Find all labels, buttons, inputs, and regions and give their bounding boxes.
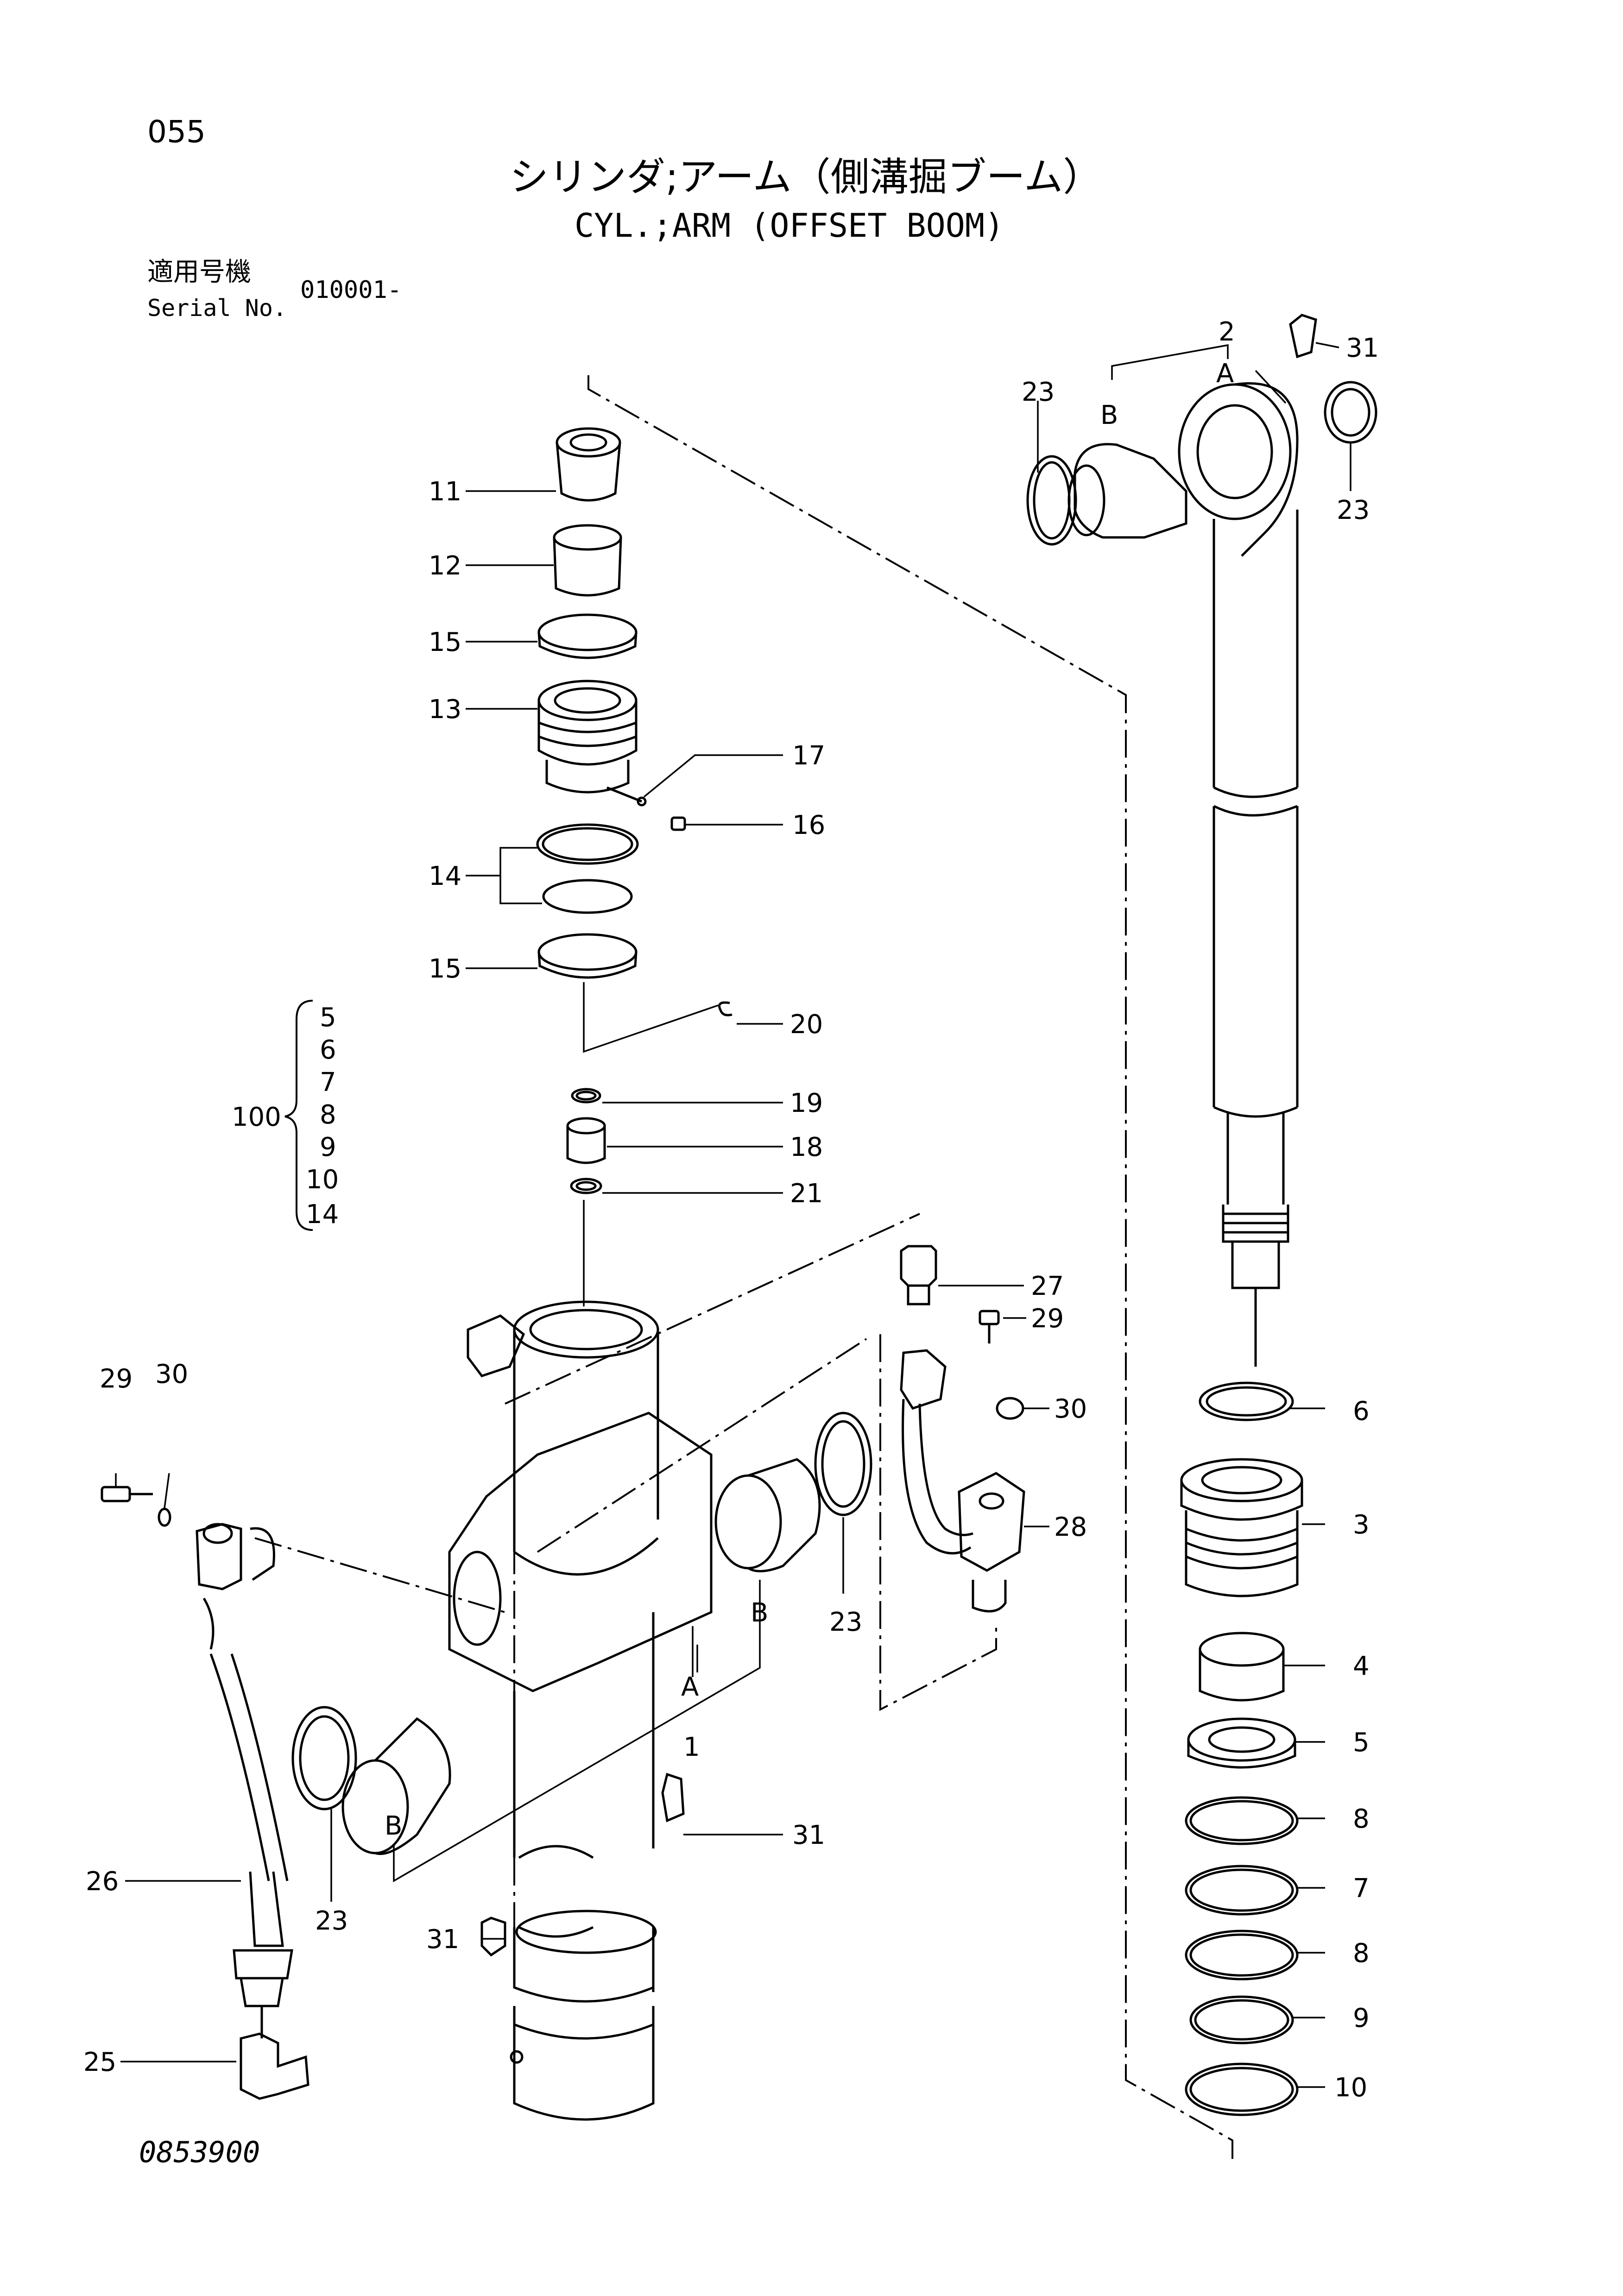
callout-14: 14 — [429, 861, 461, 891]
serial-number-value: 010001- — [300, 276, 402, 304]
kit-100-item-6: 6 — [320, 1035, 336, 1065]
kit-100-item-5: 5 — [320, 1003, 336, 1033]
reference-lines — [254, 375, 1233, 2159]
leader-lines — [115, 342, 1351, 2088]
callout-23-rod-right: 23 — [1337, 495, 1370, 525]
letter-a-rod: A — [1216, 359, 1234, 389]
part-12-sleeve — [553, 524, 622, 597]
part-1-cylinder-tube — [448, 1300, 713, 2121]
kit-100-item-7: 7 — [320, 1067, 336, 1098]
right-piping — [900, 1245, 1025, 1613]
callout-12: 12 — [429, 551, 461, 581]
callout-23-rod-left: 23 — [1022, 377, 1055, 407]
callout-10: 10 — [1334, 2073, 1367, 2103]
callout-13: 13 — [429, 694, 461, 725]
title-japanese: シリンダ;アーム（側溝掘ブーム） — [510, 154, 1102, 200]
kit-100-brace — [284, 1000, 313, 1231]
callout-7: 7 — [1353, 1873, 1370, 1904]
part-11-bushing — [556, 427, 621, 502]
callout-29-left: 29 — [100, 1364, 133, 1394]
part-b-bushing-right — [714, 1412, 872, 1572]
kit-100-item-10: 10 — [306, 1165, 339, 1195]
callout-17: 17 — [792, 741, 825, 771]
left-piping — [101, 1486, 309, 2100]
callout-23-tube-right: 23 — [829, 1607, 862, 1637]
callout-100: 100 — [232, 1102, 281, 1132]
callout-15-upper: 15 — [429, 627, 461, 657]
part-2-piston-rod — [1178, 382, 1299, 1367]
right-column-parts — [1180, 1381, 1303, 2116]
callout-30-right: 30 — [1054, 1394, 1087, 1424]
kit-100-item-8: 8 — [320, 1100, 336, 1130]
callout-8-upper: 8 — [1353, 1804, 1370, 1834]
letter-b-tube-left: B — [385, 1811, 402, 1841]
part-21-ring — [570, 1178, 602, 1194]
letter-a-tube: A — [681, 1672, 699, 1702]
title-english: CYL.;ARM (OFFSET BOOM) — [575, 207, 1004, 245]
callout-1: 1 — [683, 1732, 700, 1762]
serial-label-english: Serial No. — [147, 295, 287, 322]
part-15-ring-upper — [537, 613, 638, 659]
drawing-number: 0853900 — [139, 2135, 260, 2169]
callout-31-tube: 31 — [792, 1820, 825, 1850]
part-13-rod-cover — [537, 680, 638, 794]
kit-100-item-14: 14 — [306, 1199, 339, 1230]
callout-3: 3 — [1353, 1510, 1370, 1540]
callout-29-right: 29 — [1031, 1304, 1064, 1334]
part-14-seal-set — [536, 823, 639, 914]
part-17-16-plug — [606, 786, 686, 831]
part-18-collar — [566, 1117, 606, 1164]
callout-11: 11 — [429, 477, 461, 507]
part-b-bushing-left — [291, 1706, 451, 1855]
callout-4: 4 — [1353, 1651, 1370, 1681]
callout-8-lower: 8 — [1353, 1938, 1370, 1968]
callout-18: 18 — [790, 1132, 823, 1162]
callout-numbers: 11 12 15 13 17 16 14 15 20 19 18 21 27 2… — [83, 317, 1379, 2103]
grease-fittings — [480, 314, 1317, 1957]
letter-b-rod: B — [1100, 400, 1118, 430]
callout-26: 26 — [86, 1867, 119, 1897]
page-number: 055 — [147, 114, 206, 150]
callout-30-left: 30 — [155, 1359, 188, 1389]
letter-b-tube-right: B — [751, 1598, 768, 1628]
callout-2: 2 — [1219, 317, 1235, 347]
callout-20: 20 — [790, 1009, 823, 1040]
kit-100-item-9: 9 — [320, 1132, 336, 1162]
part-b-rod-bushing — [1067, 443, 1187, 539]
callout-25: 25 — [83, 2047, 116, 2077]
serial-label-japanese: 適用号機 — [147, 257, 251, 287]
callout-21: 21 — [790, 1179, 823, 1209]
callout-31-lower: 31 — [426, 1924, 459, 1955]
callout-15-lower: 15 — [429, 954, 461, 984]
callout-19: 19 — [790, 1088, 823, 1118]
part-15-ring-lower — [537, 933, 638, 979]
callout-23-tube-left: 23 — [315, 1906, 348, 1936]
callout-9: 9 — [1353, 2003, 1370, 2033]
callout-5: 5 — [1353, 1728, 1370, 1758]
callout-31-rod: 31 — [1346, 333, 1379, 363]
part-20-clip — [718, 1001, 733, 1016]
callout-28: 28 — [1054, 1512, 1087, 1542]
callout-27: 27 — [1031, 1271, 1064, 1301]
callout-16: 16 — [792, 810, 825, 840]
callout-6: 6 — [1353, 1396, 1370, 1426]
part-19-snap-ring — [571, 1088, 601, 1104]
